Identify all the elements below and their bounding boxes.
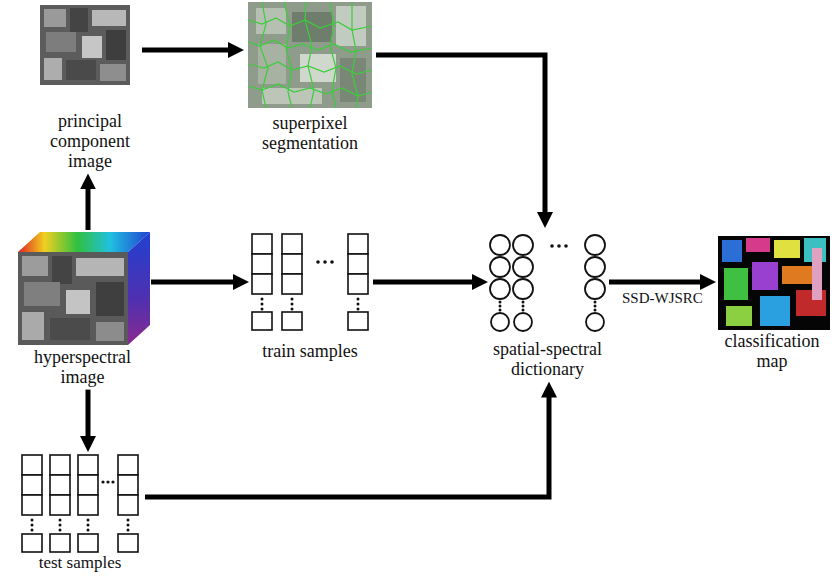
flow-arrow	[142, 48, 232, 53]
flow-arrow	[86, 390, 91, 440]
figure-caption: hyperspectral image	[10, 348, 155, 388]
flow-arrow	[151, 280, 237, 285]
hyperspectral-cube	[18, 232, 150, 345]
figure-node: principal component image	[30, 5, 150, 171]
flow-arrow	[86, 185, 91, 230]
figure-caption: spatial-spectral dictionary	[480, 340, 615, 380]
figure-node: train samples	[245, 230, 375, 362]
figure-caption: train samples	[245, 342, 375, 362]
flow-arrow	[145, 394, 549, 497]
figure-node: test samples	[15, 452, 145, 573]
superpixel-picture	[248, 2, 372, 108]
flow-arrow	[373, 280, 476, 285]
train-sample-vectors	[252, 234, 368, 330]
principal-component-picture	[40, 5, 130, 85]
figure-node: superpixel segmentation	[240, 2, 380, 154]
figure-caption: classification map	[712, 332, 832, 372]
edge-label: SSD-WJSRC	[620, 290, 705, 307]
figure-caption: test samples	[15, 554, 145, 573]
figure-caption: principal component image	[30, 112, 150, 171]
test-sample-vectors	[22, 455, 138, 552]
classification-map-picture	[718, 236, 830, 330]
figure-node: classification map	[712, 232, 832, 372]
dictionary-atoms	[490, 235, 605, 331]
figure-node: spatial-spectral dictionary	[480, 228, 615, 380]
figure-caption: superpixel segmentation	[240, 114, 380, 154]
figure-node: hyperspectral image	[10, 230, 155, 388]
flow-arrow	[376, 55, 545, 216]
flow-arrow	[609, 280, 704, 285]
